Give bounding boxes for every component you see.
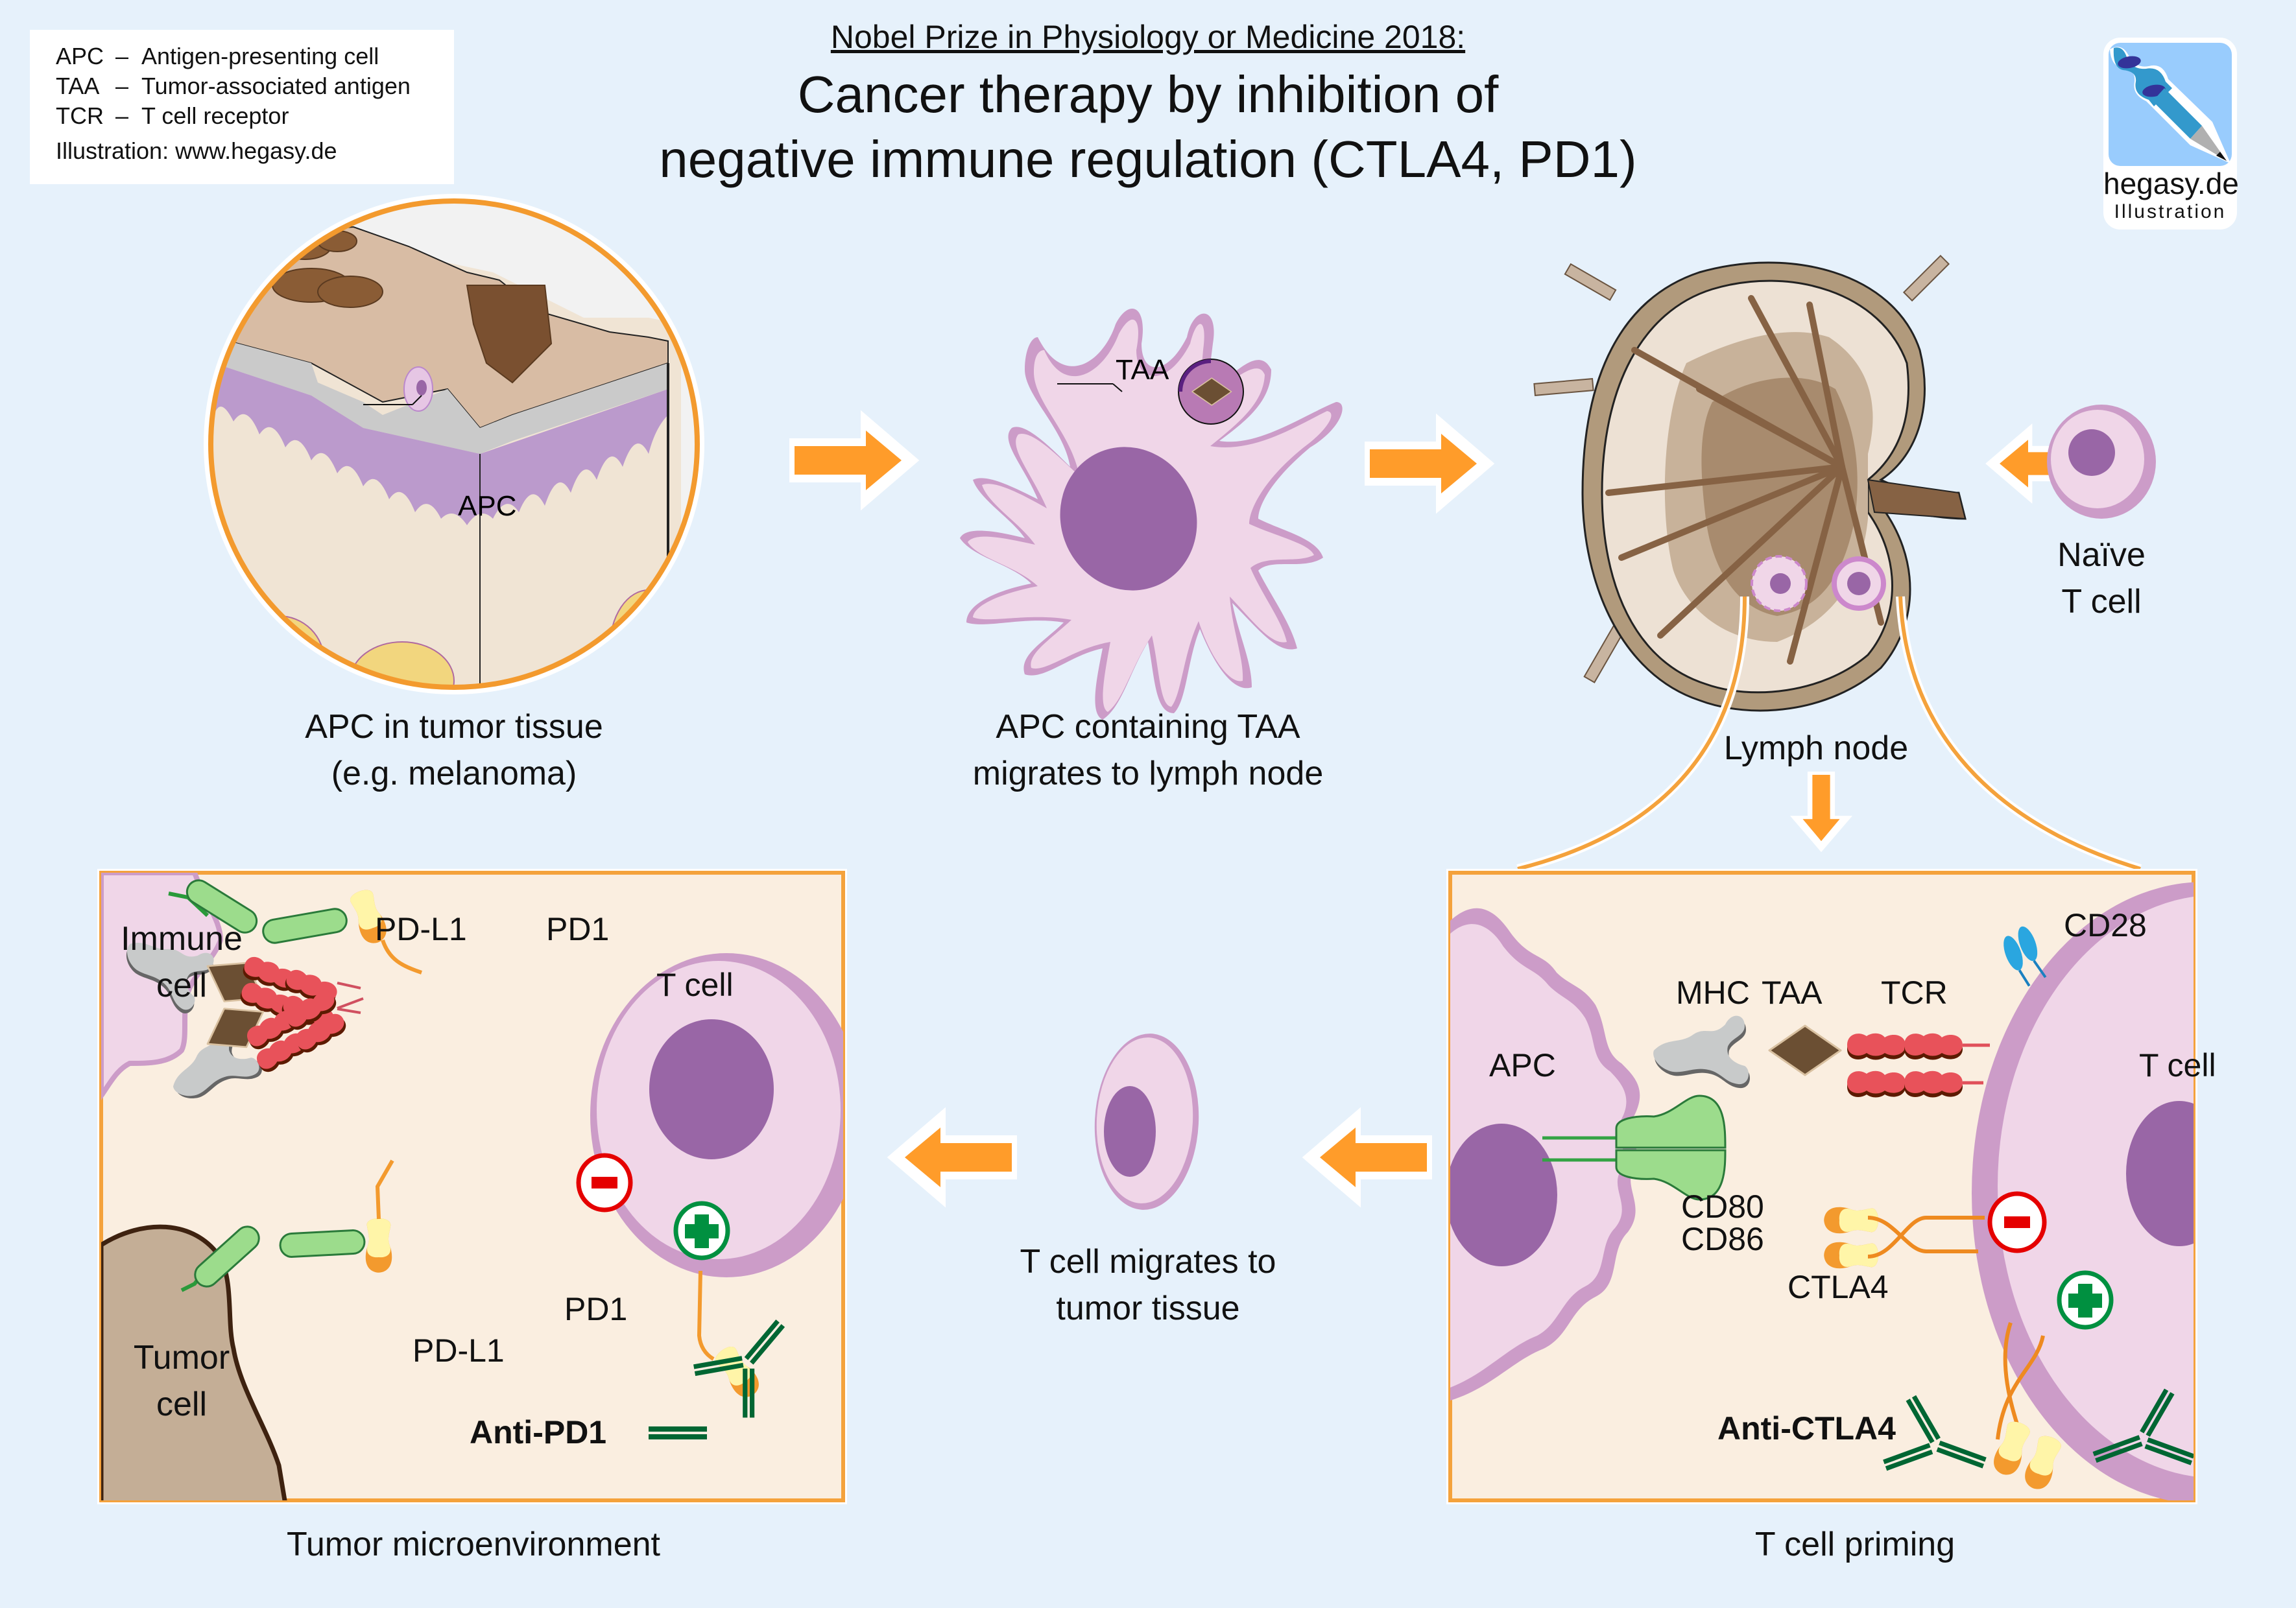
label-anti-pd1: Anti-PD1 <box>470 1414 607 1450</box>
legend-dash: – <box>115 73 129 99</box>
apc-with-taa <box>960 309 1343 720</box>
dna-pencil-icon <box>2109 43 2232 166</box>
legend-meaning: Antigen-presenting cell <box>141 43 379 69</box>
caption-t-cell-migration: T cell migrates to tumor tissue <box>953 1238 1343 1332</box>
legend-box: APC–Antigen-presenting cell TAA–Tumor-as… <box>30 30 454 184</box>
arrow-right-1 <box>795 421 911 499</box>
caption-line: APC containing TAA <box>996 708 1300 746</box>
legend-abbr: TAA <box>56 73 100 99</box>
caption-t-cell-priming: T cell priming <box>1754 1526 1955 1563</box>
label-anti-ctla4: Anti-CTLA4 <box>1717 1410 1896 1447</box>
caption-naive-t-cell: Naïve T cell <box>1998 532 2205 625</box>
apc-in-tissue <box>403 366 433 412</box>
logo-subtitle: Illustration <box>2114 201 2227 222</box>
legend-abbr: APC <box>56 43 104 69</box>
caption-line: APC in tumor tissue <box>305 708 603 746</box>
label-cd28: CD28 <box>2064 907 2147 943</box>
label-t-cell-tme: T cell <box>656 967 734 1003</box>
page-title: Cancer therapy by inhibition of negative… <box>0 62 2296 192</box>
label-apc-priming: APC <box>1489 1047 1556 1083</box>
lymph-node <box>1533 254 1967 712</box>
title-line-1: Cancer therapy by inhibition of <box>797 65 1499 123</box>
illustration-credit: Illustration: www.hegasy.de <box>56 137 337 164</box>
label-cd86: CD86 <box>1681 1221 1764 1257</box>
caption-apc-migration: APC containing TAA migrates to lymph nod… <box>921 704 1375 797</box>
activate-sign-priming <box>2057 1270 2114 1330</box>
label-pd1-top: PD1 <box>546 911 610 947</box>
label-pdl1-bottom: PD-L1 <box>413 1332 505 1369</box>
label-mhc: MHC <box>1676 975 1750 1011</box>
caption-line: (e.g. melanoma) <box>331 755 577 792</box>
arrow-left-2 <box>895 1118 1012 1196</box>
caption-line: migrates to lymph node <box>972 755 1324 792</box>
legend-meaning: Tumor-associated antigen <box>141 73 411 99</box>
caption-lymph-node: Lymph node <box>1723 729 1909 767</box>
caption-line: cell <box>156 967 208 1004</box>
label-pd1-bottom: PD1 <box>564 1291 628 1327</box>
legend-entry-apc: APC–Antigen-presenting cell <box>56 41 454 71</box>
legend-meaning: T cell receptor <box>141 102 289 129</box>
caption-line: T cell <box>2061 583 2142 621</box>
arrow-down-priming <box>1797 775 1845 847</box>
label-taa-priming: TAA <box>1762 975 1823 1011</box>
caption-line: Immune <box>121 920 243 958</box>
caption-tumor-microenvironment: Tumor microenvironment <box>286 1526 660 1563</box>
inhibit-sign-tme <box>576 1153 633 1212</box>
arrow-left-1 <box>1310 1118 1427 1196</box>
label-cd80: CD80 <box>1681 1188 1764 1225</box>
apc-label-tissue: APC <box>458 490 516 522</box>
inhibit-sign-priming <box>1987 1191 2047 1253</box>
label-immune-cell: Immune cell <box>104 916 259 1009</box>
caption-line: cell <box>156 1386 208 1423</box>
legend-entry-taa: TAA–Tumor-associated antigen <box>56 71 454 101</box>
tumor-tissue-illustration <box>204 194 704 694</box>
naive-t-cell <box>2047 405 2156 519</box>
migrating-t-cell <box>1094 1034 1199 1210</box>
legend-dash: – <box>115 102 129 129</box>
taa-label: TAA <box>1116 354 1169 386</box>
supertitle: Nobel Prize in Physiology or Medicine 20… <box>830 19 1466 55</box>
arrow-right-2 <box>1370 425 1487 503</box>
legend-entry-tcr: TCR–T cell receptor <box>56 101 454 131</box>
hegasy-logo: hegasy.de Illustration <box>2103 38 2239 230</box>
label-pdl1-top: PD-L1 <box>375 911 467 947</box>
label-ctla4: CTLA4 <box>1788 1269 1889 1305</box>
title-line-2: negative immune regulation (CTLA4, PD1) <box>659 130 1637 188</box>
caption-line: tumor tissue <box>1056 1290 1240 1327</box>
label-tcr: TCR <box>1881 975 1948 1011</box>
legend-dash: – <box>115 43 129 69</box>
label-tumor-cell: Tumor cell <box>104 1334 259 1428</box>
caption-line: Tumor <box>133 1339 230 1377</box>
legend-abbr: TCR <box>56 102 104 129</box>
caption-line: Naïve <box>2057 536 2146 574</box>
activate-sign-tme <box>673 1201 730 1260</box>
caption-line: T cell migrates to <box>1020 1243 1276 1281</box>
logo-name: hegasy.de <box>2103 167 2239 200</box>
caption-tumor-tissue: APC in tumor tissue (e.g. melanoma) <box>259 704 649 797</box>
label-t-cell-priming: T cell <box>2139 1047 2216 1083</box>
